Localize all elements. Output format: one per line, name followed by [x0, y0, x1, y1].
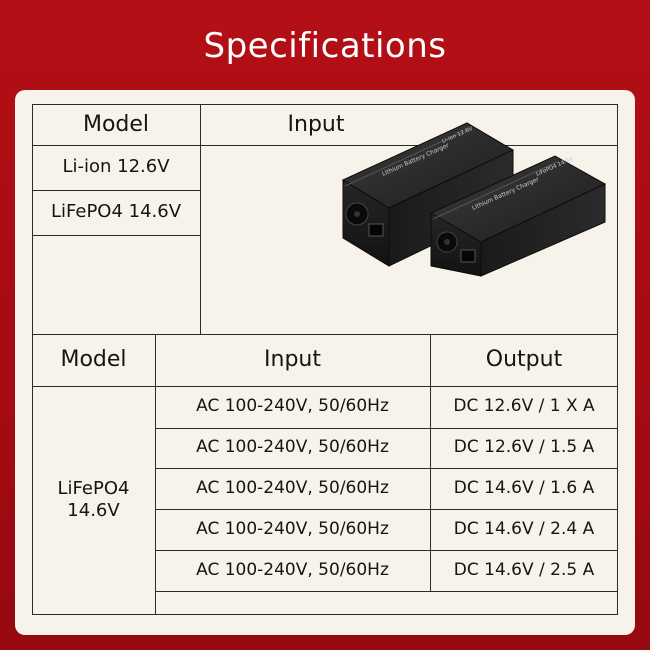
row-5-input: AC 100-240V, 50/60Hz — [196, 559, 389, 580]
top-table-border-top — [32, 104, 618, 105]
bottom-model-header: Model — [60, 347, 127, 373]
bottom-row-rule-2 — [155, 468, 618, 469]
bottom-model-name: LiFePO4 — [57, 477, 130, 499]
bottom-input-header: Input — [264, 347, 321, 373]
row-1-output: DC 12.6V / 1 X A — [453, 396, 595, 417]
top-table-divider — [200, 104, 201, 334]
top-table-row-rule-2 — [32, 235, 200, 236]
table-border-bottom — [32, 614, 618, 615]
top-table-row-rule-1 — [32, 190, 200, 191]
top-model-header: Model — [82, 111, 150, 137]
row-2-input: AC 100-240V, 50/60Hz — [196, 437, 389, 458]
charger-product-image: Lithium Battery Charger Li-ion 12.6V Lit… — [341, 122, 607, 277]
bottom-row-rule-1 — [155, 428, 618, 429]
row-1-input: AC 100-240V, 50/60Hz — [196, 396, 389, 417]
bottom-row-rule-3 — [155, 509, 618, 510]
row-3-output: DC 14.6V / 1.6 A — [453, 477, 595, 498]
bottom-row-rule-5 — [155, 591, 618, 592]
top-model-lifepo4: LiFePO4 14.6V — [50, 201, 182, 223]
top-input-header: Input — [287, 111, 345, 137]
tables-separator — [32, 334, 618, 335]
bottom-model-voltage: 14.6V — [67, 500, 120, 521]
top-table-header-rule — [32, 145, 618, 146]
top-model-li-ion: Li-ion 12.6V — [62, 156, 170, 178]
bottom-output-header: Output — [485, 347, 563, 373]
bottom-table-divider-2 — [430, 334, 431, 592]
table-border-right — [617, 104, 618, 614]
page-title: Specifications — [203, 26, 447, 66]
bottom-model-cell: LiFePO4 14.6V — [32, 386, 155, 614]
row-3-input: AC 100-240V, 50/60Hz — [196, 477, 389, 498]
row-2-output: DC 12.6V / 1.5 A — [453, 437, 595, 458]
charger-front: Lithium Battery Charger LiFePO4 14.6V — [429, 155, 607, 277]
bottom-table-divider-1 — [155, 334, 156, 614]
row-4-input: AC 100-240V, 50/60Hz — [196, 518, 389, 539]
bottom-table-header-rule — [32, 386, 618, 387]
table-border-left — [32, 104, 33, 614]
bottom-row-rule-4 — [155, 550, 618, 551]
row-5-output: DC 14.6V / 2.5 A — [453, 559, 595, 580]
row-4-output: DC 14.6V / 2.4 A — [453, 518, 595, 539]
